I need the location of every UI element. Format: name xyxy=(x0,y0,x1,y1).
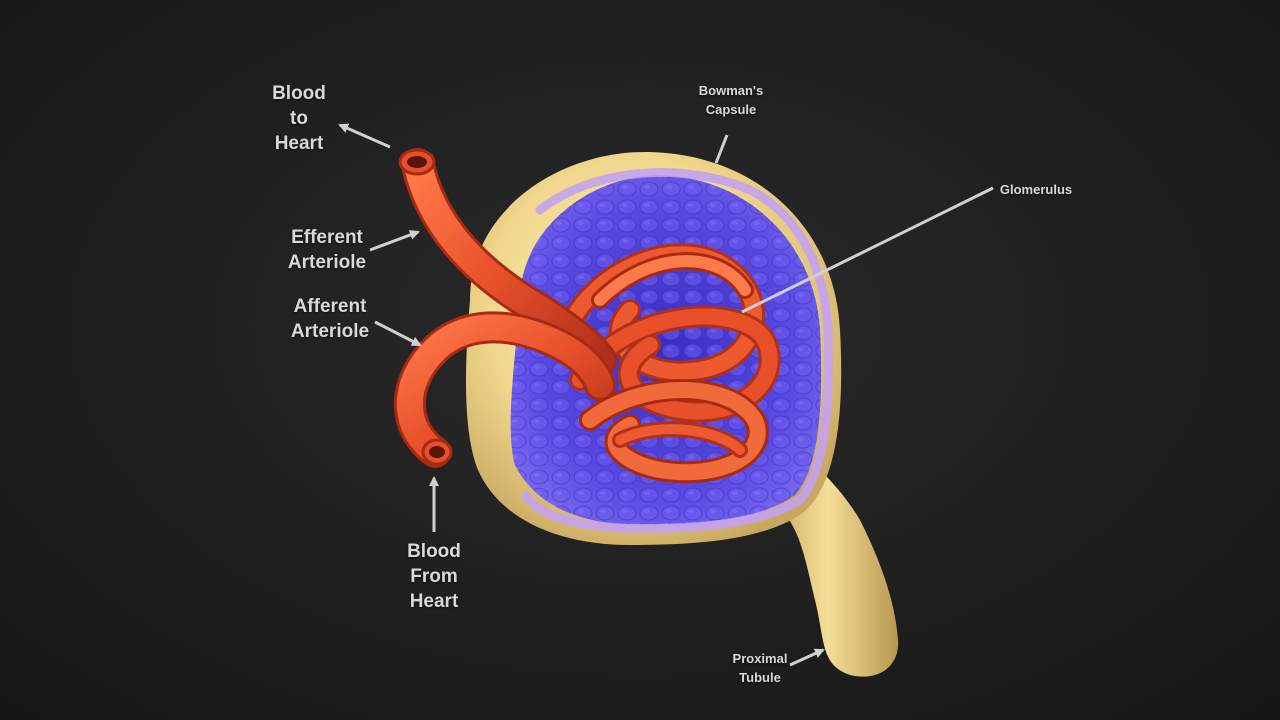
proximal-tubule xyxy=(770,470,899,677)
pointer-lines xyxy=(338,123,994,667)
pointer-glomerulus xyxy=(741,186,994,314)
label-blood-from-heart: Blood From Heart xyxy=(407,541,461,613)
podocyte-cell-layer xyxy=(510,175,822,525)
capsule-rim-cells xyxy=(520,168,833,533)
arrow-proximal-tubule xyxy=(789,648,825,667)
arrow-blood-to-heart xyxy=(338,123,391,149)
label-proximal-tubule: Proximal Tubule xyxy=(732,651,788,685)
label-bowmans-capsule: Bowman's Capsule xyxy=(698,83,764,117)
afferent-arteriole xyxy=(394,311,616,468)
label-efferent-arteriole: Efferent Arteriole xyxy=(287,227,367,274)
arrow-efferent-arteriole xyxy=(369,230,420,252)
arrow-afferent-arteriole xyxy=(374,320,422,347)
label-afferent-arteriole: Afferent Arteriole xyxy=(290,296,370,343)
pointer-bowmans-capsule xyxy=(714,134,729,164)
label-glomerulus: Glomerulus xyxy=(999,182,1073,197)
glomerulus-capillaries xyxy=(549,243,781,484)
label-blood-to-heart: Blood to Heart xyxy=(272,83,326,155)
